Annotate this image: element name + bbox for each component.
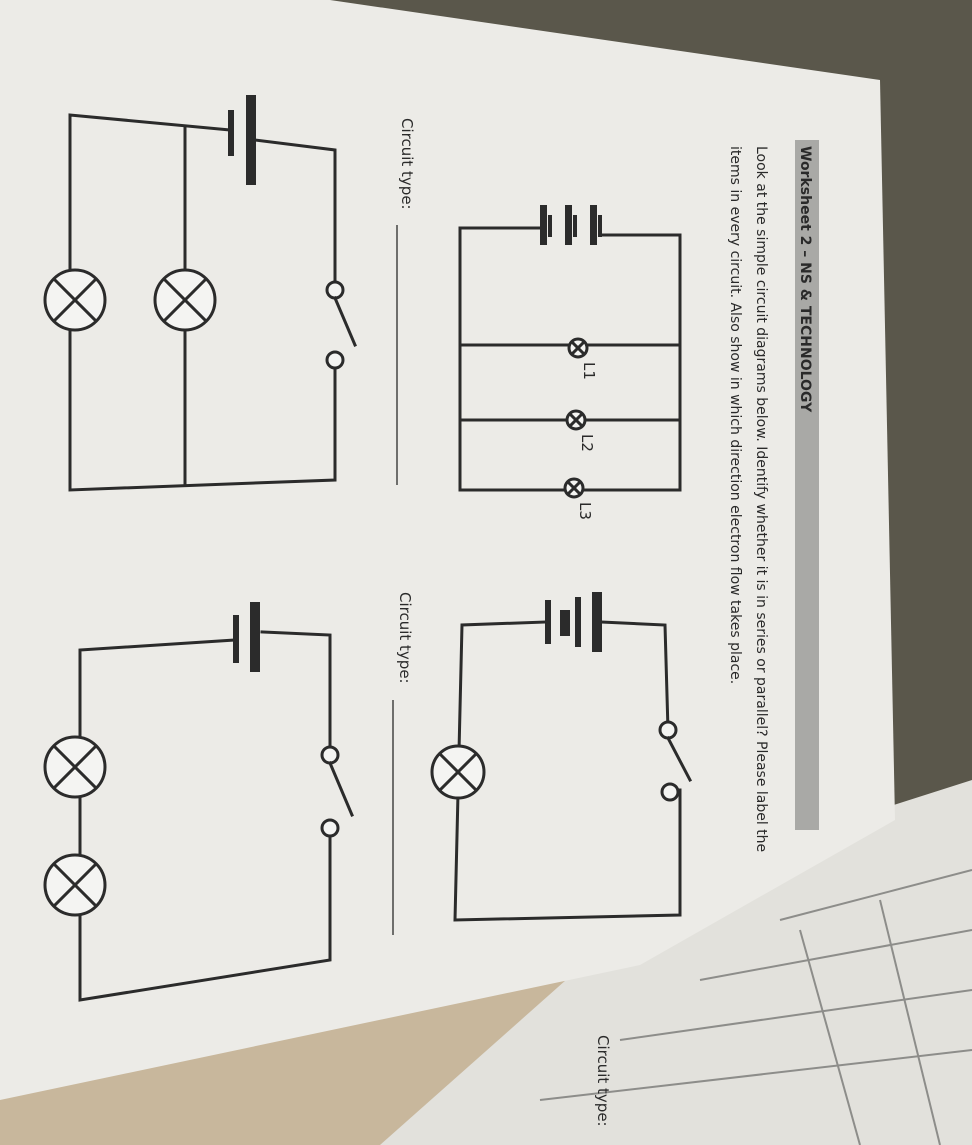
battery-plate (246, 95, 256, 185)
lamp-icon (565, 409, 587, 431)
lamp-label-l3: L3 (576, 502, 594, 520)
worksheet-paper (0, 0, 895, 1100)
battery-plate (250, 602, 260, 672)
circuit-type-label-1: Circuit type: (398, 118, 416, 210)
circuit-type-label-2: Circuit type: (396, 592, 414, 684)
instruction-line-2: items in every circuit. Also show in whi… (727, 146, 743, 684)
lamp-label-l1: L1 (580, 362, 598, 380)
circuit-parallel-three-lamps: L1 L2 L3 (458, 205, 682, 520)
lamp-icon (430, 744, 486, 800)
lamp-icon (43, 853, 107, 917)
second-worksheet (380, 780, 972, 1145)
lamp-icon (567, 337, 589, 359)
lamp-icon (563, 477, 585, 499)
lamp-label-l2: L2 (578, 434, 596, 452)
switch-icon (658, 720, 693, 802)
switch-icon (320, 745, 354, 838)
lamp-icon (153, 268, 217, 332)
lamp-icon (43, 735, 107, 799)
circuit-type-label-3: Circuit type: (594, 1035, 612, 1127)
circuit-series-one-lamp (430, 592, 693, 922)
battery-icon (540, 205, 602, 245)
battery-icon (233, 615, 239, 663)
battery-icon (545, 592, 602, 652)
header-band (795, 140, 819, 830)
circuit-series-two-lamps (43, 602, 354, 1002)
battery-icon (228, 110, 234, 156)
switch-icon (325, 280, 357, 370)
instruction-line-1: Look at the simple circuit diagrams belo… (753, 146, 769, 852)
lamp-icon (43, 268, 107, 332)
second-worksheet-table (539, 869, 972, 1145)
circuit-parallel-two-lamps (43, 95, 357, 492)
worksheet-title: Worksheet 2 – NS & TECHNOLOGY (797, 146, 813, 413)
